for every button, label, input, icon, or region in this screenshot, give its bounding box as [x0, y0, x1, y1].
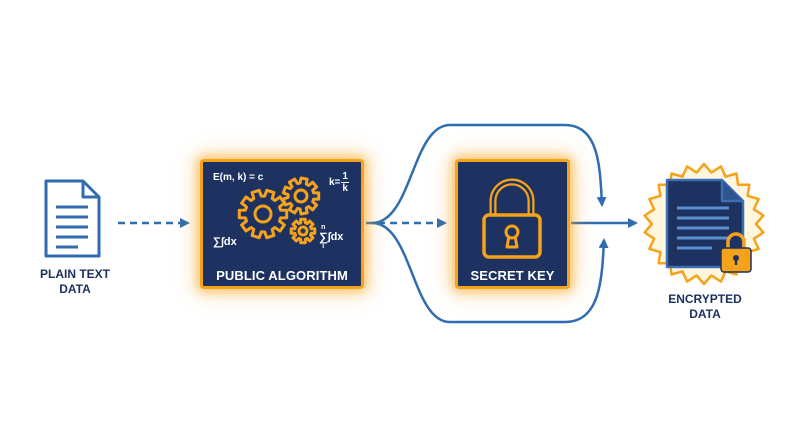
key-formula-numerator: 1 — [341, 171, 349, 183]
secret-key-label: SECRET KEY — [470, 268, 555, 283]
gear-icon — [289, 217, 317, 245]
padlock-icon — [482, 178, 542, 259]
encrypted-document-icon — [665, 178, 745, 269]
plain-text-label: PLAIN TEXT DATA — [30, 267, 120, 297]
gears-illustration — [237, 176, 321, 245]
integral-dx: ∫dx — [327, 231, 344, 243]
plain-text-label-line1: PLAIN TEXT — [39, 267, 110, 281]
encrypted-data-label-line2: DATA — [689, 307, 721, 321]
sum-upper-bound: n — [321, 224, 326, 231]
encrypted-data-label: ENCRYPTED DATA — [650, 292, 760, 322]
public-algorithm-label: PUBLIC ALGORITHM — [216, 268, 348, 283]
bounded-sum-formula: n ∑ i ∫dx — [319, 224, 343, 250]
secret-key-panel: SECRET KEY — [455, 159, 570, 289]
gear-icon — [281, 176, 321, 216]
encryption-formula: E(m, k) = c — [213, 172, 264, 183]
gear-icon — [237, 188, 289, 240]
plain-text-label-line2: DATA — [59, 282, 91, 296]
sum-symbol: ∑ — [319, 230, 328, 244]
bottom-bypass-arrow — [371, 221, 609, 324]
key-formula: k= 1 k — [329, 171, 349, 194]
key-formula-denominator: k — [342, 183, 348, 194]
small-padlock-icon — [720, 232, 752, 273]
key-formula-prefix: k= — [329, 177, 341, 188]
top-bypass-arrow — [371, 123, 607, 225]
sum-integral-formula: ∑∫dx — [213, 236, 237, 248]
encrypted-data-label-line1: ENCRYPTED — [668, 292, 742, 306]
sum-lower-bound: i — [322, 243, 325, 250]
document-icon — [44, 179, 101, 258]
public-algorithm-panel: E(m, k) = c k= 1 k ∑∫dx n ∑ i ∫dx PUBLIC… — [200, 159, 364, 289]
